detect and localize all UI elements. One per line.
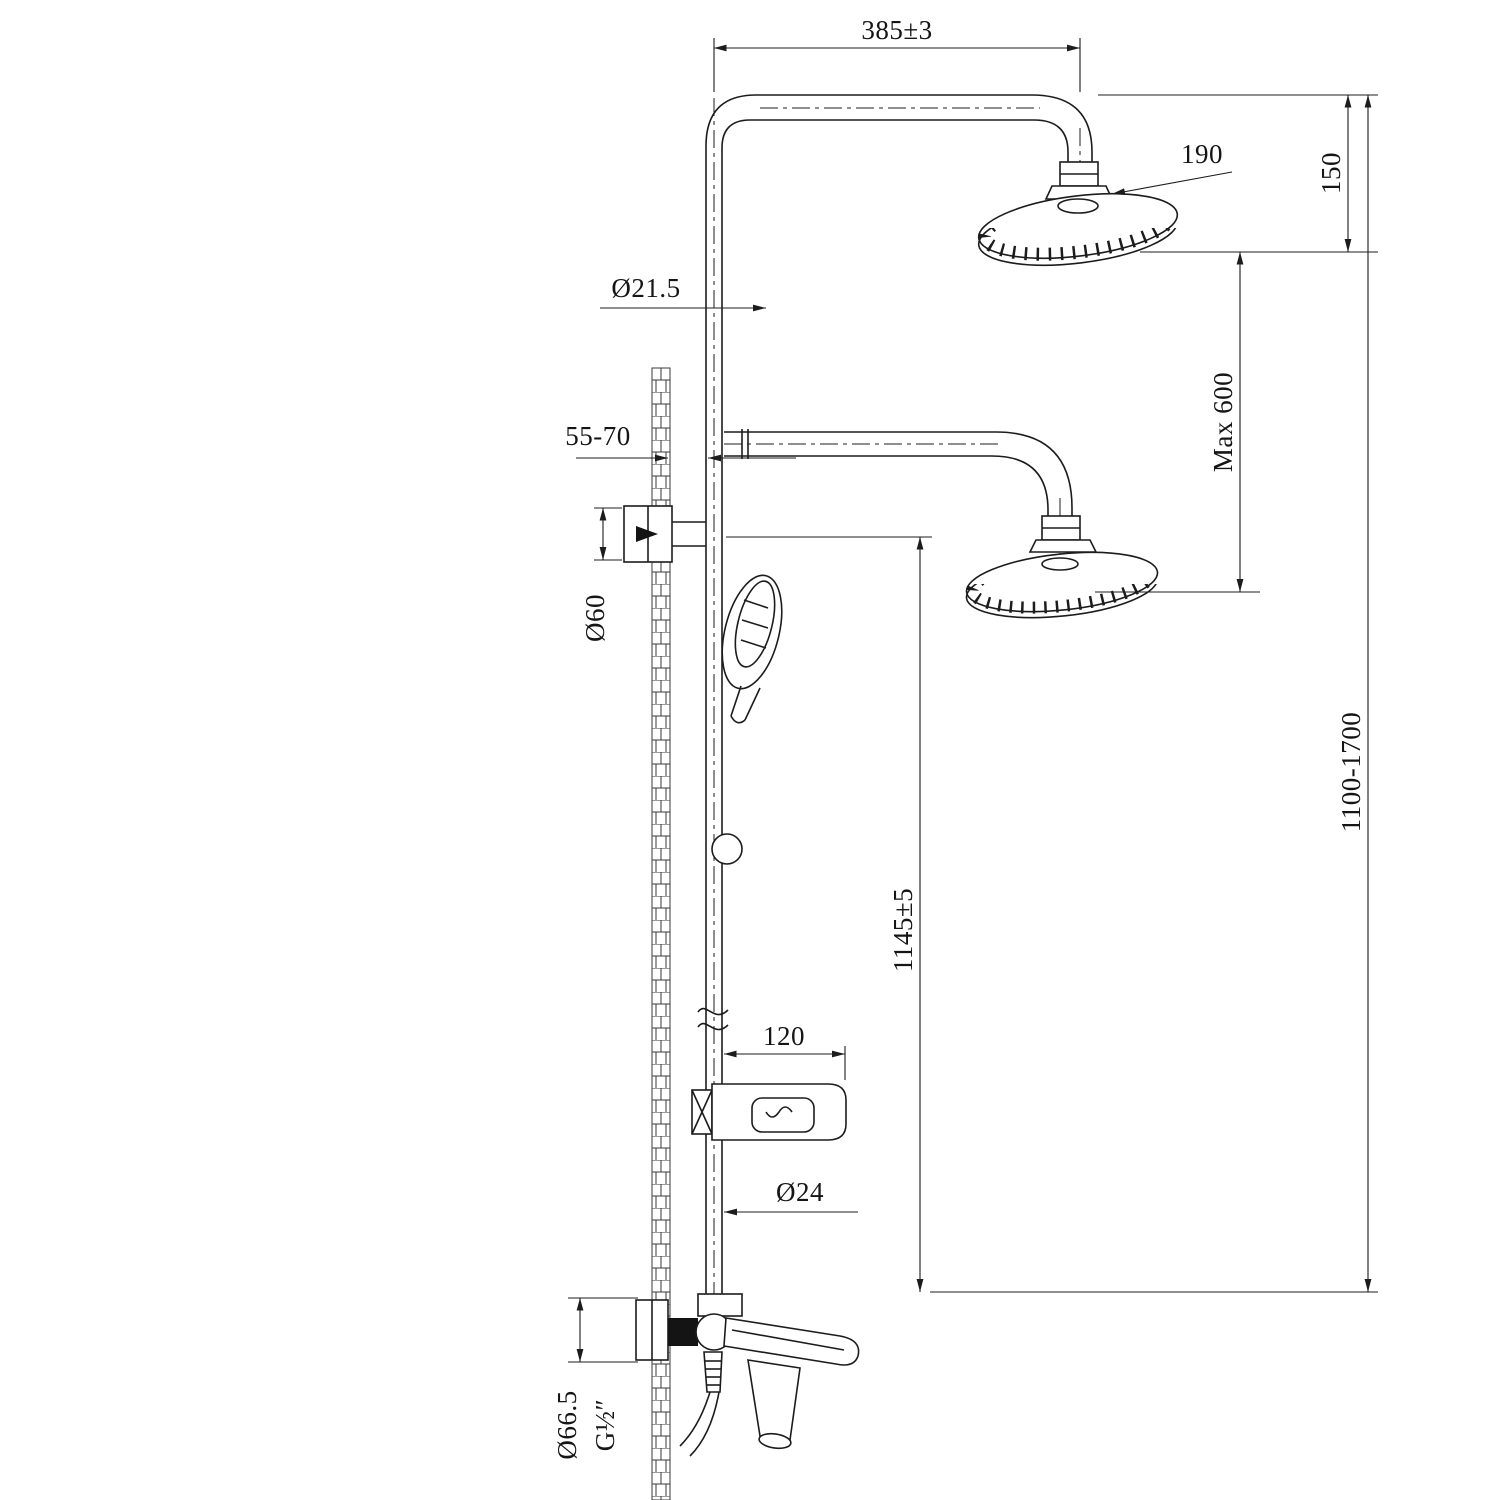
- dim-thread-size: G½″: [590, 1399, 620, 1452]
- lower-shower-arm: [724, 429, 1073, 560]
- wall-hatch: [651, 367, 671, 1500]
- dim-head-offset-label: 150: [1316, 152, 1346, 194]
- wall-section: [651, 367, 671, 1500]
- dim-head-offset: 150: [1098, 94, 1378, 253]
- mixer-body-block: [668, 1318, 698, 1346]
- head-pivot-joint: [1041, 557, 1079, 571]
- hand-shower-handle: [730, 685, 742, 717]
- riser-tee-fitting: [697, 1293, 743, 1317]
- upper-shower-arm: [705, 94, 1093, 206]
- dim-pipe-dia-top-label: Ø21.5: [611, 273, 680, 303]
- anchor-screw: [636, 526, 658, 542]
- dim-escutcheon-dia: Ø66.5: [552, 1297, 638, 1460]
- dim-wall-clearance: 55-70: [565, 421, 796, 462]
- pipe-break-symbol: [697, 1007, 729, 1016]
- dish-recess: [751, 1097, 815, 1133]
- dish-drain-detail: [765, 1106, 793, 1118]
- dim-max-drop-label: Max 600: [1208, 372, 1238, 472]
- soap-dish: [691, 1083, 847, 1141]
- head-face: [977, 193, 1179, 259]
- dim-max-drop: Max 600: [1095, 252, 1260, 593]
- dimensions: 385±3 150 190 Max 600 1100-1700: [552, 15, 1378, 1460]
- dim-riser-height-label: 1145±5: [888, 888, 918, 972]
- dim-escutcheon-dia-label: Ø66.5: [552, 1390, 582, 1459]
- hand-shower: [721, 574, 783, 724]
- pipe-break-symbol: [697, 1022, 729, 1031]
- dim-pipe-dia: Ø24: [724, 1177, 858, 1216]
- hand-shower-face: [734, 580, 776, 668]
- dim-overall-height-label: 1100-1700: [1336, 712, 1366, 833]
- dim-head-diameter: 190: [1111, 139, 1233, 195]
- wall-mount-bracket: [623, 505, 706, 563]
- hose-curve: [689, 1391, 720, 1457]
- dim-riser-height: 1145±5: [726, 536, 932, 1292]
- dim-soap-dish-width-label: 120: [763, 1021, 805, 1051]
- head-underside-detail: [977, 228, 1179, 266]
- head-underside-detail: [965, 584, 1159, 619]
- dim-soap-dish-width: 120: [724, 1021, 846, 1080]
- dim-bracket-dia-label: Ø60: [580, 594, 610, 642]
- hose-curve: [679, 1391, 711, 1447]
- hand-shower-head: [721, 574, 783, 690]
- dim-overall-height: 1100-1700: [930, 95, 1378, 1293]
- overhead-shower-head-upper: [977, 161, 1179, 266]
- dim-wall-clearance-label: 55-70: [565, 421, 631, 451]
- dim-top-width-label: 385±3: [861, 15, 932, 45]
- slider-knob: [711, 833, 743, 865]
- overhead-shower-head-lower: [965, 515, 1159, 619]
- hose-nipple: [703, 1351, 723, 1393]
- dim-thread-size-label: G½″: [590, 1399, 620, 1452]
- spout-outlet: [758, 1432, 792, 1450]
- dim-pipe-dia-top: Ø21.5: [600, 273, 766, 312]
- head-pivot-joint: [1057, 198, 1099, 214]
- spout: [747, 1359, 801, 1441]
- dim-bracket-dia: Ø60: [580, 507, 622, 642]
- dim-top-width: 385±3: [713, 15, 1081, 92]
- dim-pipe-dia-label: Ø24: [776, 1177, 824, 1207]
- head-face: [965, 551, 1159, 613]
- mixer-valve: [635, 1293, 860, 1457]
- dim-head-diameter-label: 190: [1181, 139, 1223, 169]
- mixer-lever-handle: [723, 1317, 860, 1366]
- head-flare: [1028, 539, 1098, 553]
